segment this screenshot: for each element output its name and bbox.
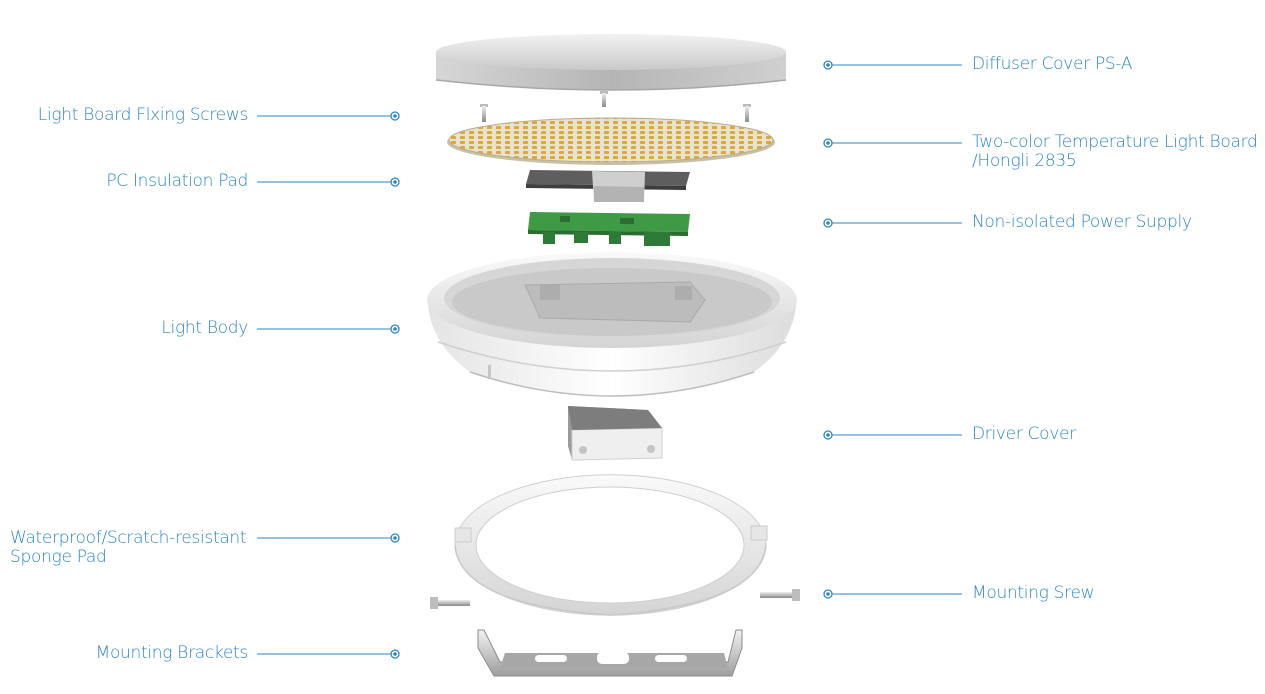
pc-insulation-pad-part — [526, 170, 690, 202]
label-mounting-brackets: Mounting Brackets — [95, 643, 249, 663]
label-light-board-fixing-screws: Light Board Flxing Screws — [37, 105, 249, 125]
label-mounting-screw: Mounting Srew — [972, 583, 1095, 603]
label-driver-cover: Driver Cover — [972, 425, 1076, 444]
label-text-line-1: Two-color Temperature Light Board — [972, 132, 1258, 152]
label-diffuser-cover: Diffuser Cover PS-A — [972, 55, 1132, 74]
right-leader-markers — [823, 60, 833, 599]
right-leader-lines — [831, 64, 962, 595]
power-supply-part — [528, 212, 690, 246]
label-text: Diffuser Cover PS-A — [972, 54, 1133, 74]
label-text: Driver Cover — [972, 424, 1076, 444]
label-text-line-1: Waterproof/Scratch-resistant — [10, 528, 247, 548]
label-text: Mounting Srew — [972, 583, 1095, 603]
label-text: PC Insulation Pad — [106, 171, 248, 191]
light-board-screws-part — [480, 91, 751, 122]
label-power-supply: Non-isolated Power Supply — [972, 213, 1192, 232]
label-light-body: Light Body — [161, 319, 248, 338]
light-board-part — [447, 117, 775, 165]
sponge-pad-part — [454, 474, 768, 616]
label-text: Light Board Flxing Screws — [37, 105, 249, 125]
label-text: Light Body — [161, 318, 248, 338]
mounting-screws-part — [430, 589, 800, 609]
label-text-line-2: /Hongli 2835 — [972, 151, 1077, 171]
light-body-part — [427, 252, 797, 397]
driver-cover-part — [568, 406, 663, 461]
mounting-bracket-part — [477, 629, 743, 677]
label-waterproof-sponge-pad: Waterproof/Scratch-resistant Sponge Pad — [10, 528, 247, 567]
label-text-line-2: Sponge Pad — [10, 547, 107, 567]
label-light-board: Two-color Temperature Light Board /Hongl… — [972, 132, 1258, 171]
label-text: Mounting Brackets — [95, 643, 249, 663]
label-pc-insulation-pad: PC Insulation Pad — [106, 172, 248, 191]
label-text: Non-isolated Power Supply — [972, 212, 1192, 232]
left-leader-lines — [257, 115, 392, 655]
left-leader-markers — [390, 111, 400, 659]
diffuser-cover-part — [435, 34, 787, 91]
